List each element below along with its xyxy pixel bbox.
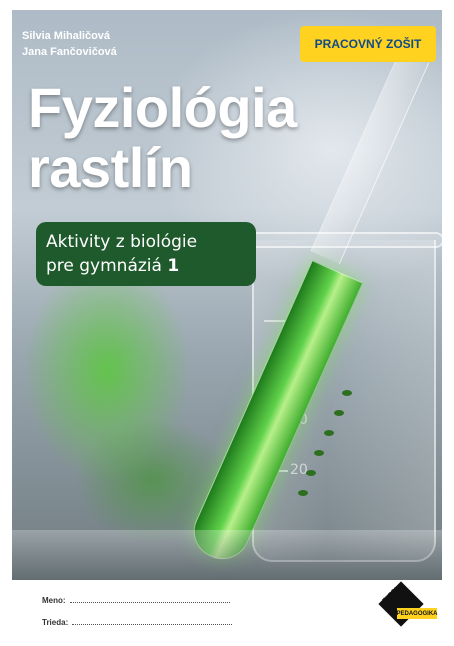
title-line: rastlín [28, 136, 193, 199]
book-title: Fyziológia rastlín [28, 78, 297, 198]
class-line[interactable] [72, 618, 233, 625]
plant-leaf [314, 450, 324, 456]
publisher-logo: EXPOL PEDAGOGIKA [377, 581, 438, 630]
subtitle-line: pre gymnáziá 1 [46, 254, 246, 278]
plant-leaf [324, 430, 334, 436]
author-name: Silvia Mihaličová [22, 30, 111, 42]
footer: Meno: Trieda: EXPOL PEDAGOGIKA [12, 581, 442, 642]
plant-leaf [306, 470, 316, 476]
subtitle-box: Aktivity z biológie pre gymnáziá 1 [36, 222, 256, 286]
cover-image: 50 40 30 20 [12, 10, 442, 580]
workbook-badge: PRACOVNÝ ZOŠIT [300, 26, 436, 62]
class-label: Trieda: [42, 618, 69, 627]
logo-pedagogika-text: PEDAGOGIKA [397, 608, 438, 619]
plant-leaf [342, 390, 352, 396]
name-line[interactable] [69, 596, 230, 603]
class-field: Trieda: [42, 618, 233, 627]
plant-leaf [298, 490, 308, 496]
authors: Silvia Mihaličová Jana Fančovičová [22, 28, 117, 60]
beaker-mark: 20 [290, 462, 308, 478]
author-name: Jana Fančovičová [22, 46, 117, 58]
table-surface [12, 530, 442, 580]
subtitle-text: pre gymnáziá [46, 256, 162, 276]
title-line: Fyziológia [28, 76, 297, 139]
name-label: Meno: [42, 596, 66, 605]
volume-number: 1 [167, 256, 180, 276]
beaker-tick [264, 320, 288, 322]
name-field: Meno: [42, 596, 230, 605]
plant-leaf [334, 410, 344, 416]
subtitle-line: Aktivity z biológie [46, 232, 198, 252]
